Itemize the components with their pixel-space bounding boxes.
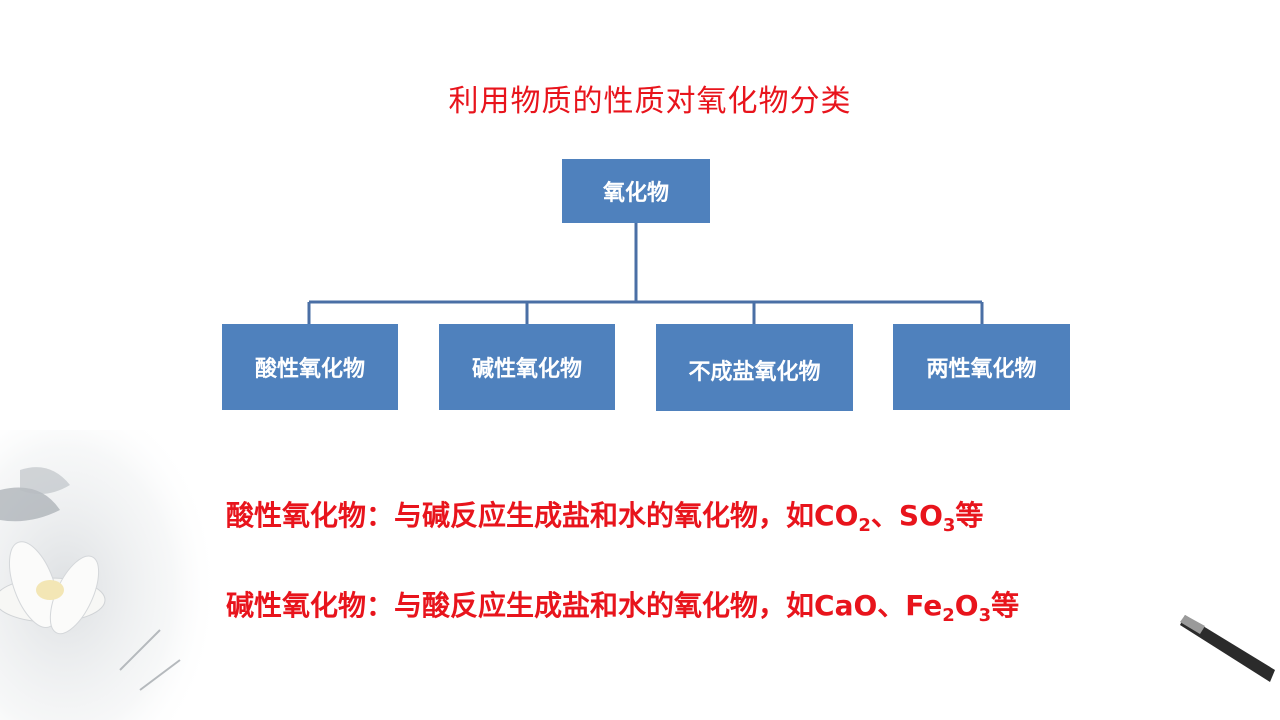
node-label: 碱性氧化物	[471, 357, 582, 382]
root-node-label: 氧化物	[602, 181, 669, 206]
formula-subscript: 2	[858, 515, 871, 536]
separator: 、	[870, 499, 899, 532]
formula-base: SO	[898, 499, 943, 532]
formula-subscript: 3	[942, 515, 956, 536]
definition-basic-oxide: 碱性氧化物：与酸反应生成盐和水的氧化物，如CaO、Fe2O3等	[226, 584, 1019, 626]
node-amphoteric-oxide: 两性氧化物	[893, 324, 1070, 410]
definition-text: 碱性氧化物：与酸反应生成盐和水的氧化物，如	[226, 589, 815, 622]
definition-text: 酸性氧化物：与碱反应生成盐和水的氧化物，如	[226, 499, 815, 532]
formula-fe2o3: Fe2O3	[905, 589, 991, 626]
formula-subscript: 2	[942, 605, 955, 626]
formula-so3: SO3	[898, 499, 956, 536]
formula-part: O	[954, 589, 979, 622]
root-node-oxide: 氧化物	[562, 159, 710, 223]
flower-decoration-icon	[0, 430, 220, 720]
formula-subscript: 3	[978, 605, 992, 626]
definition-end: 等	[955, 499, 984, 532]
formula-base: CO	[814, 499, 859, 532]
node-neutral-oxide: 不成盐氧化物	[656, 324, 853, 411]
formula-cao: CaO	[814, 589, 878, 622]
formula-part: Fe	[905, 589, 943, 622]
definition-end: 等	[991, 589, 1020, 622]
definition-acidic-oxide: 酸性氧化物：与碱反应生成盐和水的氧化物，如CO2、SO3等	[226, 494, 983, 536]
node-label: 两性氧化物	[926, 357, 1037, 382]
node-basic-oxide: 碱性氧化物	[439, 324, 615, 410]
separator: 、	[877, 589, 906, 622]
brush-decoration-icon	[1180, 615, 1275, 682]
node-label: 酸性氧化物	[254, 357, 365, 382]
node-acidic-oxide: 酸性氧化物	[222, 324, 398, 410]
page-title: 利用物质的性质对氧化物分类	[448, 84, 852, 119]
formula-co2: CO2	[814, 499, 871, 536]
node-label: 不成盐氧化物	[688, 359, 821, 385]
